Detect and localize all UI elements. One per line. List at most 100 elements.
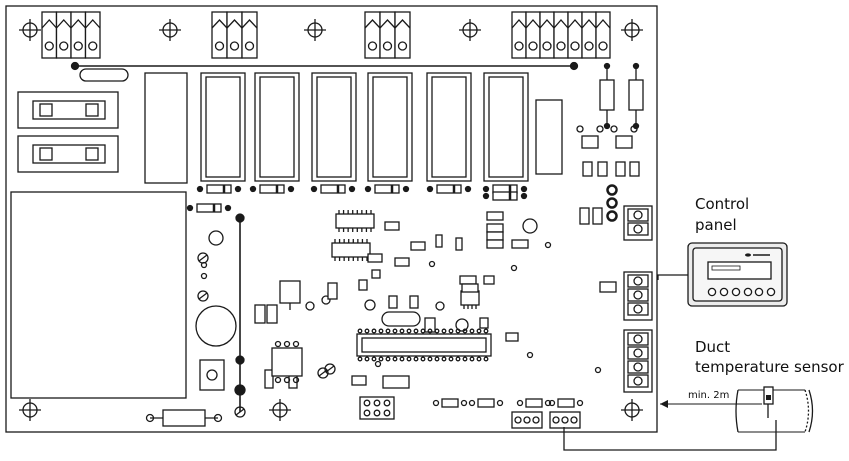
component-icon xyxy=(486,211,504,221)
top-terminal-blocks xyxy=(41,11,611,59)
sensor-cable xyxy=(563,420,777,451)
capacitor-icon xyxy=(615,161,626,177)
relay-inner xyxy=(316,76,352,178)
screw-icon xyxy=(197,252,209,264)
relay-block-icon xyxy=(200,72,246,182)
component-icon xyxy=(371,269,381,279)
diode-icon xyxy=(482,184,528,194)
component-icon xyxy=(384,221,400,231)
relay-block-icon xyxy=(254,72,300,182)
trace-dot-top xyxy=(235,213,245,223)
control-panel-label-line2: panel xyxy=(695,216,737,234)
capacitor-icon xyxy=(435,301,445,311)
screw-terminal-icon xyxy=(41,11,101,59)
panel-button-icon xyxy=(731,287,741,297)
diode-icon xyxy=(310,184,356,194)
component-icon xyxy=(199,359,225,391)
relay-inner xyxy=(205,76,241,178)
trace-dot-mid xyxy=(235,355,245,365)
relay-block-icon xyxy=(535,99,563,175)
component-icon xyxy=(599,281,617,293)
side-terminal-blocks xyxy=(623,205,653,393)
capacitor-icon xyxy=(579,207,590,225)
component-icon xyxy=(486,239,504,249)
capacitor-icon xyxy=(364,299,376,311)
relay-bank xyxy=(144,72,563,184)
duct-pipe xyxy=(735,389,814,433)
component-icon xyxy=(459,275,477,285)
control-panel-display xyxy=(707,261,772,280)
panel-button-icon xyxy=(707,287,717,297)
fuse-holder-bottom xyxy=(17,135,119,173)
component-icon xyxy=(486,231,504,241)
component-icon xyxy=(424,317,436,333)
component-icon xyxy=(455,237,463,251)
pad-icon xyxy=(510,264,518,272)
component-icon xyxy=(505,332,519,342)
diode-icon xyxy=(364,184,410,194)
capacitor-icon xyxy=(305,301,315,311)
mounting-hole-icon xyxy=(304,19,326,41)
resistor-icon xyxy=(525,398,543,408)
led-icon xyxy=(606,197,618,209)
distance-arrowhead xyxy=(660,400,668,408)
diode-icon xyxy=(249,184,295,194)
control-panel-device xyxy=(687,242,788,307)
resistor-icon xyxy=(477,398,495,408)
min-distance-label: min. 2m xyxy=(688,390,730,401)
resistor-icon xyxy=(162,409,206,427)
ic-socket xyxy=(356,328,492,362)
capacitor-icon xyxy=(321,295,331,305)
capacitor-icon xyxy=(582,161,593,177)
duct-sensor-label-line1: Duct xyxy=(695,338,731,356)
pad-icon xyxy=(428,260,436,268)
mounting-hole-icon xyxy=(19,19,41,41)
mounting-holes xyxy=(19,19,643,421)
buzzer-icon xyxy=(195,305,237,347)
transistor-icon xyxy=(615,135,633,149)
crystal-icon xyxy=(381,311,421,327)
screw-terminal-icon xyxy=(364,11,411,59)
screw-terminal-icon xyxy=(511,11,611,59)
pad-icon xyxy=(526,351,534,359)
panel-button-icon xyxy=(766,287,776,297)
mounting-hole-icon xyxy=(621,399,643,421)
component-icon xyxy=(358,279,368,291)
relay-inner xyxy=(372,76,408,178)
component-icon xyxy=(479,317,489,329)
fuse-holder-top xyxy=(17,91,119,129)
component-icon xyxy=(382,375,410,389)
component-icon xyxy=(486,223,504,233)
component-icon xyxy=(388,295,398,309)
pad-icon xyxy=(200,272,208,280)
ic-chip xyxy=(335,210,375,232)
relay-inner xyxy=(488,76,524,178)
relay-inner xyxy=(259,76,295,178)
panel-button-icon xyxy=(743,287,753,297)
bus-dot-right xyxy=(569,61,579,71)
component-icon xyxy=(511,239,529,249)
capacitor-icon xyxy=(629,161,640,177)
capacitor-icon xyxy=(522,218,538,234)
led-icon xyxy=(606,210,618,222)
component-icon xyxy=(394,257,410,267)
regulator-icon xyxy=(279,280,301,304)
transistor-icon xyxy=(581,135,599,149)
mounting-hole-icon xyxy=(459,19,481,41)
board-components xyxy=(145,62,644,429)
screw-terminal-icon xyxy=(623,329,653,393)
diode-icon xyxy=(482,191,528,201)
control-panel-label-line1: Control xyxy=(695,195,750,213)
capacitor-icon xyxy=(597,161,608,177)
relay-block-icon xyxy=(367,72,413,182)
panel-button-icon xyxy=(754,287,764,297)
screw-terminal-icon xyxy=(511,411,543,429)
transformer xyxy=(10,191,187,399)
led-icon xyxy=(606,184,618,196)
component-icon xyxy=(409,295,419,309)
relay-block-icon xyxy=(426,72,472,182)
resistor-icon xyxy=(599,79,615,111)
pin-header-icon xyxy=(359,396,395,420)
component-icon xyxy=(435,234,443,248)
component-icon xyxy=(266,304,278,324)
